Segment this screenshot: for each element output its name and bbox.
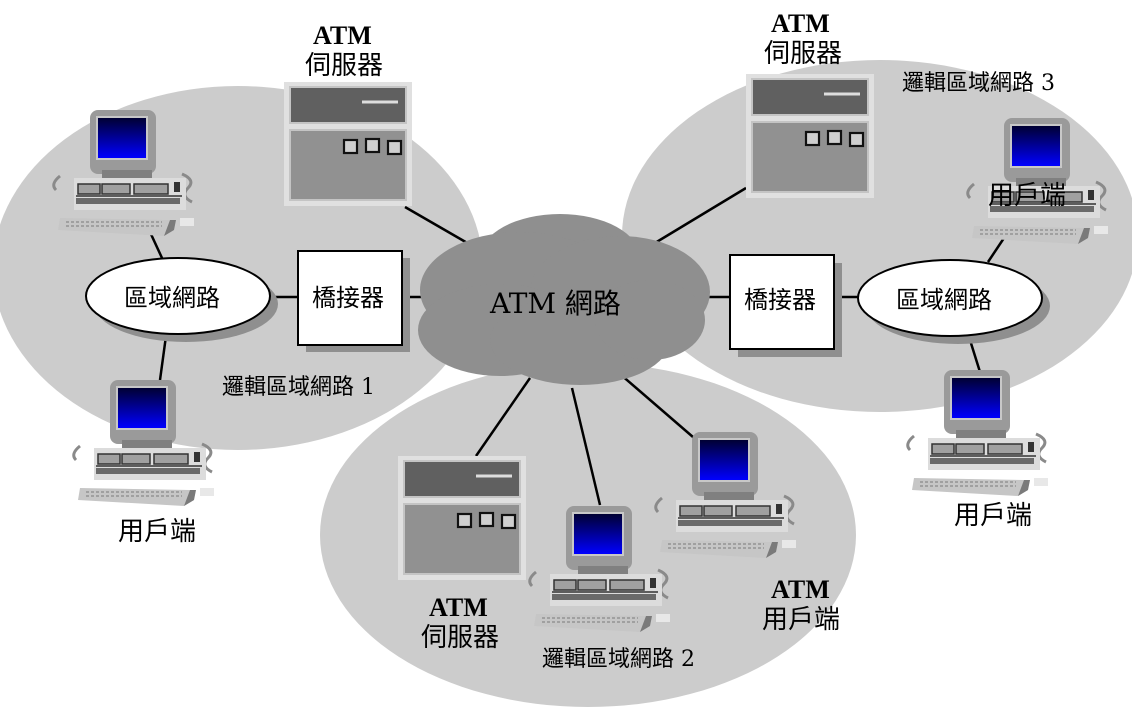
client-bottom-right-label-1: ATM (771, 575, 830, 604)
client-bottom-right-label-2: 用戶端 (762, 605, 840, 635)
bridge-right-label: 橋接器 (744, 286, 816, 314)
region-vlan1-label: 邏輯區域網路 1 (222, 375, 375, 400)
server-bottom-icon (396, 454, 528, 582)
server-top-left-icon (282, 80, 414, 208)
bridge-right (729, 254, 835, 350)
server-top-right-label-2: 伺服器 (764, 39, 842, 69)
link-lanR-pcRB (968, 339, 982, 373)
lan-right-label: 區域網路 (896, 286, 992, 314)
client-right-top-label: 用戶端 (988, 181, 1066, 211)
server-bottom-label-2: 伺服器 (421, 623, 499, 653)
link-cloud-pcBM (570, 387, 602, 506)
client-right-bottom-label: 用戶端 (954, 501, 1032, 531)
link-lanL-pcLB (158, 335, 168, 381)
lan-right (857, 259, 1043, 337)
server-bottom-label-1: ATM (429, 593, 488, 622)
server-top-right-icon (744, 72, 876, 200)
link-cloud-serverB (474, 377, 532, 457)
server-top-right-label-1: ATM (771, 9, 830, 38)
cloud-label: ATM 網路 (489, 287, 621, 320)
atm-cloud (418, 214, 710, 385)
link-lanL-pcLT (148, 231, 164, 259)
region-vlan3-label: 邏輯區域網路 3 (902, 71, 1055, 96)
link-server-tr-cloud (649, 186, 747, 248)
client-left-bottom-label: 用戶端 (118, 517, 196, 547)
server-top-left-label-1: ATM (313, 21, 372, 50)
lan-left (85, 257, 271, 335)
bridge-left (297, 250, 403, 346)
lan-left-label: 區域網路 (124, 284, 220, 312)
link-server-tl-cloud (404, 205, 477, 250)
bridge-left-label: 橋接器 (312, 284, 384, 312)
region-vlan2-label: 邏輯區域網路 2 (542, 647, 695, 672)
server-top-left-label-2: 伺服器 (305, 51, 383, 81)
